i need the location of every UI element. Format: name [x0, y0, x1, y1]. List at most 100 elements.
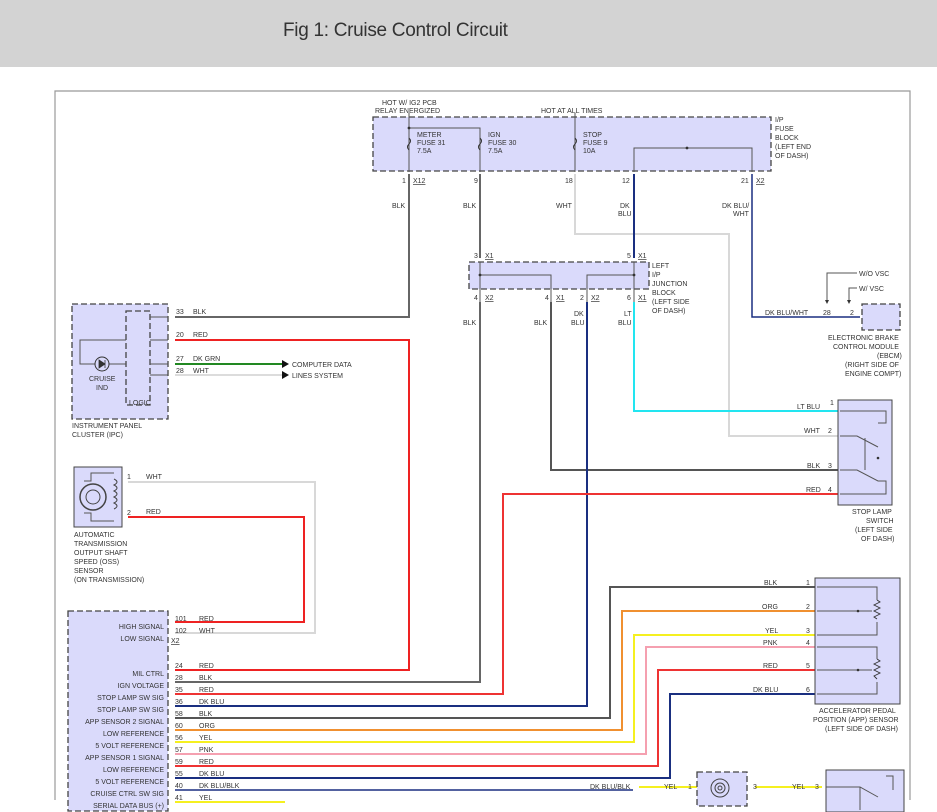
app-wire: RED — [763, 663, 778, 670]
app-sensor: BLK 1 ORG 2 YEL 3 PNK 4 RED 5 DK BLU 6 A… — [753, 577, 901, 733]
fuse-block-box — [372, 116, 772, 172]
oss-pin: 2 — [127, 510, 131, 517]
sls-pin: 2 — [828, 428, 832, 435]
sls-wire: LT BLU — [797, 404, 820, 411]
jb-top-pin-3: 3 — [474, 253, 478, 260]
fuse-meter-name: METER — [417, 132, 442, 139]
clockspring-in-wire: DK BLU/BLK — [590, 784, 631, 791]
fuse-ign-number: FUSE 30 — [488, 140, 517, 147]
ebcm-box — [861, 303, 901, 331]
fuse-stop-rating: 10A — [583, 148, 596, 155]
app-wire: ORG — [762, 604, 778, 611]
app-pin: 4 — [806, 640, 810, 647]
ipc-box — [71, 303, 169, 420]
ecm-signal-label: 5 VOLT REFERENCE — [95, 779, 164, 786]
ecm-wire-label: PNK — [199, 747, 214, 754]
fuse-stop-number: FUSE 9 — [583, 140, 608, 147]
wire-wht-oss — [128, 481, 316, 634]
ecm-pin: 40 — [175, 783, 183, 790]
wire-red-oss — [128, 516, 305, 623]
sls-label-3: (LEFT SIDE — [855, 527, 893, 534]
wire-dkblu-app6 — [175, 693, 815, 779]
wire-blk-app1 — [175, 586, 815, 719]
jb-bottom-pin: 4 — [474, 295, 478, 302]
jb-top-conn-x1: X1 — [485, 253, 494, 260]
sls-wire: WHT — [804, 428, 821, 435]
coil-icon — [112, 478, 118, 510]
cruise-switch-box — [825, 769, 905, 812]
left-ip-junction-block: 3 X1 5 X1 4 X2 4 X1 2 X2 6 X1 LEFT I/P J… — [463, 253, 690, 327]
jb-bottom-conn: X2 — [591, 295, 600, 302]
clockspring-pin-a: 1 — [688, 784, 692, 791]
fuse-block-label-2: FUSE — [775, 126, 794, 133]
oss-label-1: AUTOMATIC — [74, 532, 115, 539]
ecm-pin: 55 — [175, 771, 183, 778]
hot-ig2-label-2: RELAY ENERGIZED — [375, 108, 440, 115]
ecm-wire-label: DK BLU — [199, 699, 224, 706]
ebcm-pin-2: 2 — [850, 310, 854, 317]
diagram-frame — [54, 90, 911, 800]
app-pin: 6 — [806, 687, 810, 694]
fuse-block-label-5: OF DASH) — [775, 153, 808, 160]
ecm-wire-label: ORG — [199, 723, 215, 730]
app-wire: YEL — [765, 628, 778, 635]
hot-ig2-label-1: HOT W/ IG2 PCB — [382, 100, 437, 107]
figure-header: Fig 1: Cruise Control Circuit — [0, 0, 937, 67]
fuse-pin-21: 21 — [741, 178, 749, 185]
ecm-pin: 41 — [175, 795, 183, 802]
wire-dkbluwht-ebcm — [751, 174, 860, 318]
data-lines-label-2: LINES SYSTEM — [292, 373, 343, 380]
jb-top-conn-x1: X1 — [638, 253, 647, 260]
ecm-signal-label: 5 VOLT REFERENCE — [95, 743, 164, 750]
fuse-ign-rating: 7.5A — [488, 148, 503, 155]
oss-label-4: SPEED (OSS) — [74, 559, 119, 566]
wire-red-stop4 — [175, 493, 838, 695]
ebcm-label-2: CONTROL MODULE — [833, 344, 899, 351]
wire-red-mil — [175, 339, 410, 671]
ecm-wire-label: WHT — [199, 628, 216, 635]
ebcm-label-4: (RIGHT SIDE OF — [845, 362, 899, 369]
sls-pin: 4 — [828, 487, 832, 494]
ecm-pin: 36 — [175, 699, 183, 706]
oss-label-3: OUTPUT SHAFT — [74, 550, 128, 557]
clockspring-pin-b: 3 — [753, 784, 757, 791]
oss-label-6: (ON TRANSMISSION) — [74, 577, 144, 584]
cruise-ind-label-2: IND — [96, 385, 108, 392]
ecm-signal-label: APP SENSOR 1 SIGNAL — [85, 755, 164, 762]
ebcm-label-3: (EBCM) — [877, 353, 902, 360]
clockspring-yel-a: YEL — [664, 784, 677, 791]
sls-wire: RED — [806, 487, 821, 494]
app-label-2: POSITION (APP) SENSOR — [813, 717, 899, 724]
ecm-wire-label: DK BLU — [199, 771, 224, 778]
app-pin: 2 — [806, 604, 810, 611]
wo-vsc-label: W/O VSC — [859, 271, 889, 278]
ecm-wire-label: RED — [199, 687, 214, 694]
ecm-wire-label: DK BLU/BLK — [199, 783, 240, 790]
fuse-icon — [478, 137, 482, 151]
ecm-signal-label: APP SENSOR 2 SIGNAL — [85, 719, 164, 726]
ebcm-wire-label: DK BLU/WHT — [765, 310, 809, 317]
jb-bottom-conn: X1 — [556, 295, 565, 302]
wire-pnk-app4 — [175, 646, 815, 755]
ecm-pin: 57 — [175, 747, 183, 754]
app-wire: DK BLU — [753, 687, 778, 694]
sls-pin: 3 — [828, 463, 832, 470]
app-label-3: (LEFT SIDE OF DASH) — [825, 726, 898, 733]
oss-wire: WHT — [146, 474, 163, 481]
oss-sensor: 1 WHT 2 RED AUTOMATIC TRANSMISSION OUTPU… — [73, 466, 163, 584]
app-wire: PNK — [763, 640, 778, 647]
oss-pin: 1 — [127, 474, 131, 481]
spiral-icon — [710, 778, 730, 798]
wire-ltblu-stop1 — [633, 302, 838, 412]
ecm-wire-label: RED — [199, 616, 214, 623]
figure-title: Fig 1: Cruise Control Circuit — [283, 20, 508, 41]
app-pin: 5 — [806, 663, 810, 670]
w-vsc-label: W/ VSC — [859, 286, 884, 293]
sls-wire: BLK — [807, 463, 821, 470]
wire-label-dk: DK — [574, 311, 584, 318]
ecm-pin: 28 — [175, 675, 183, 682]
ebcm-pin-28: 28 — [823, 310, 831, 317]
jb-label-4: BLOCK — [652, 290, 676, 297]
wire-label-blk: BLK — [463, 320, 477, 327]
